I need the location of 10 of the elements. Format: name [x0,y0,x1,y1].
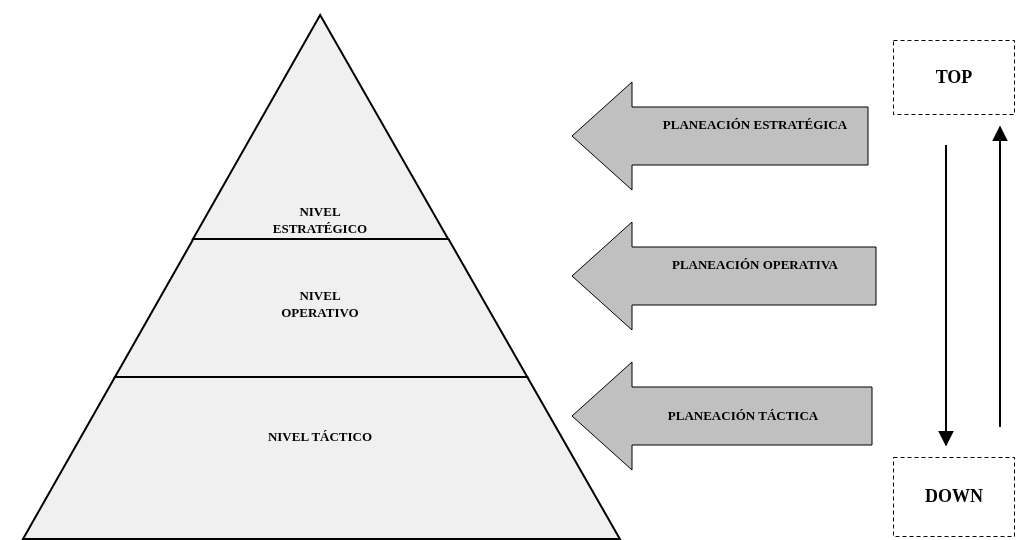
arrow [992,125,1008,428]
label-text: PLANEACIÓN ESTRATÉGICA [661,116,849,133]
label-text: PLANEACIÓN TÁCTICA [666,407,820,424]
label-text: NIVEL TÁCTICO [266,428,374,445]
label-text: TOP [934,65,974,88]
label-text: NIVEL ESTRATÉGICO [271,203,369,237]
label-text: NIVEL OPERATIVO [280,287,360,321]
label-text: DOWN [924,485,984,507]
arrow [938,144,954,447]
label-text: PLANEACIÓN OPERATIVA [671,256,839,273]
